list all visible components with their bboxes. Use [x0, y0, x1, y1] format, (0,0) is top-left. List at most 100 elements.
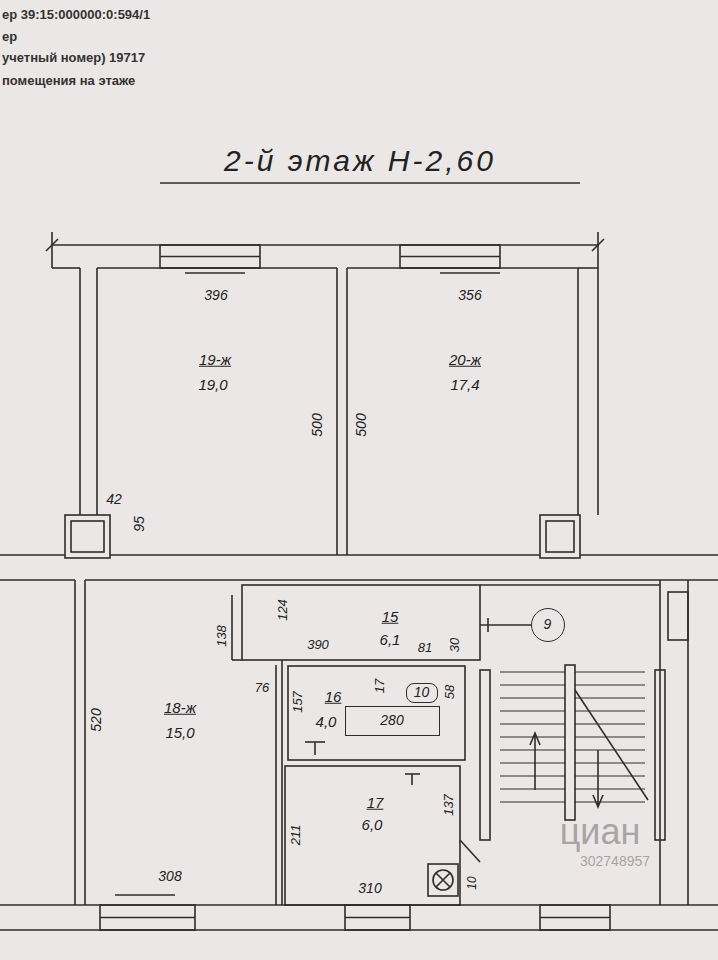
- wall-line: [79, 268, 81, 515]
- bathtub: 280: [345, 706, 440, 736]
- wall-line: [74, 580, 76, 905]
- wall-line: [160, 182, 580, 184]
- stair-step: [575, 684, 645, 685]
- dimension-label: 81: [418, 641, 432, 655]
- window-line: [540, 917, 610, 919]
- dimension-label: 17: [373, 679, 387, 693]
- wall-line: [578, 267, 598, 269]
- wall-line: [440, 272, 500, 274]
- wall-line: [185, 272, 245, 274]
- dimension-label: 356: [458, 288, 481, 303]
- wall-line: [96, 268, 98, 515]
- wall-line: [110, 554, 540, 556]
- dimension-label: 76: [255, 681, 269, 695]
- wall-line: [460, 840, 480, 862]
- room-area: 19,0: [198, 377, 227, 394]
- stair-step: [575, 723, 645, 724]
- stair-step: [500, 697, 565, 698]
- watermark: 302748957: [580, 854, 650, 869]
- dimension-label: 390: [307, 638, 329, 652]
- wall-outline: [71, 521, 104, 552]
- wall-line: [85, 579, 242, 581]
- wall-line: [231, 595, 233, 660]
- room-area: 6,1: [380, 632, 401, 649]
- stair-arrow: [530, 733, 540, 790]
- wall-line: [52, 244, 598, 246]
- wall-outline: [288, 666, 465, 760]
- wall-line: [314, 742, 316, 755]
- header-text: учетный номер) 19717: [2, 51, 145, 65]
- dimension-label: 42: [106, 492, 122, 507]
- stair-step: [500, 775, 565, 776]
- wall-line: [115, 894, 175, 896]
- header-text: ер 39:15:000000:0:594/1: [2, 8, 150, 22]
- stair-step: [575, 697, 645, 698]
- wall-line: [336, 268, 338, 555]
- wall-outline: [565, 665, 575, 820]
- wall-outline: [345, 905, 410, 930]
- stair-step: [500, 723, 565, 724]
- room-area: 15,0: [165, 725, 194, 742]
- wall-line: [51, 232, 53, 268]
- window-line: [100, 917, 195, 919]
- plan-title: 2-й этаж Н-2,60: [224, 144, 496, 177]
- stair-step: [500, 762, 565, 763]
- room: 156,1: [242, 585, 480, 660]
- window-line: [400, 256, 500, 258]
- room-area: 17,4: [450, 377, 479, 394]
- wall-line: [232, 659, 242, 661]
- room-number: 280: [380, 713, 403, 728]
- wall-outline: [65, 515, 110, 558]
- room-number: 17: [367, 795, 384, 812]
- wall-line: [0, 554, 65, 556]
- stair-step: [575, 749, 645, 750]
- wall-line: [0, 579, 75, 581]
- dimension-label: 137: [442, 794, 456, 816]
- stair-step: [500, 749, 565, 750]
- stair-step: [575, 762, 645, 763]
- dimension-label: 10: [466, 876, 479, 889]
- wall-outline: [655, 670, 665, 840]
- wall-outline: [242, 585, 480, 660]
- room: 19-ж19,0: [97, 268, 337, 555]
- wall-line: [597, 268, 599, 515]
- stair-step: [500, 671, 565, 672]
- stair-cut: [575, 690, 648, 800]
- wall-outline: [400, 245, 500, 268]
- watermark: циан: [560, 812, 641, 852]
- room-number: 10: [414, 685, 430, 700]
- dimension-label: 310: [358, 881, 381, 896]
- stair-step: [500, 710, 565, 711]
- stove-symbol: [433, 870, 453, 890]
- wall-outline: [428, 864, 458, 896]
- stair-step: [575, 775, 645, 776]
- stair-step: [575, 736, 645, 737]
- room-number: 16: [325, 689, 342, 706]
- header-text: ер: [2, 30, 17, 44]
- stair-step: [575, 710, 645, 711]
- wall-line: [659, 580, 661, 905]
- room: 20-ж17,4: [347, 268, 578, 515]
- wall-outline: [480, 670, 490, 840]
- wall-line: [281, 660, 283, 905]
- wall-outline: [100, 905, 195, 930]
- dimension-label: 396: [204, 288, 227, 303]
- stair-step: [500, 801, 565, 802]
- room-area: 4,0: [316, 714, 337, 731]
- stair-step: [500, 684, 565, 685]
- window-line: [160, 256, 260, 258]
- wall-line: [411, 774, 413, 785]
- dimension-label: 500: [354, 413, 369, 436]
- room: 18-ж15,0: [85, 580, 282, 905]
- wall-line: [242, 579, 718, 581]
- dimension-label: 138: [215, 625, 229, 647]
- stair-step: [575, 788, 645, 789]
- wall-outline: [546, 521, 574, 552]
- stove-symbol: [436, 873, 450, 887]
- wall-line: [480, 584, 660, 586]
- wall-line: [592, 239, 604, 251]
- dimension-label: 124: [276, 599, 290, 621]
- wall-line: [275, 665, 277, 905]
- room-area: 6,0: [362, 817, 383, 834]
